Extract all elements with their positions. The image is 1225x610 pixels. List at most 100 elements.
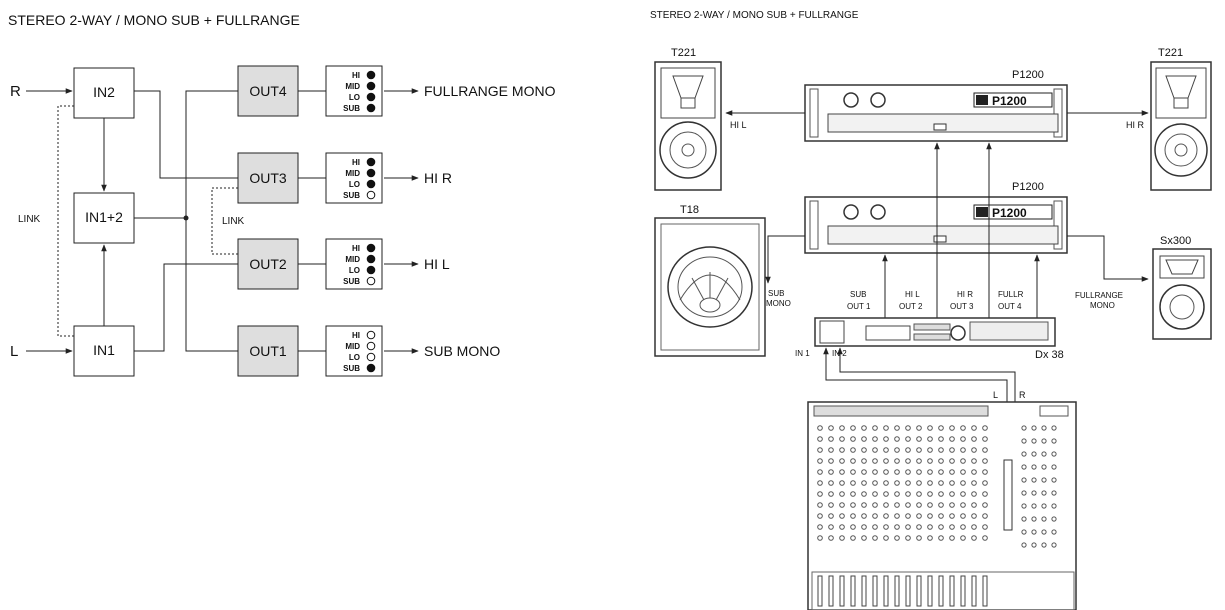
mixer-fader xyxy=(861,575,867,607)
mixer-knob xyxy=(949,425,955,431)
mixer-knob xyxy=(949,535,955,541)
mixer-knob xyxy=(883,469,889,475)
mixer-knob xyxy=(982,502,988,508)
mixer-knob xyxy=(850,502,856,508)
mixer-master-knob xyxy=(1041,451,1047,457)
mixer-knob xyxy=(905,447,911,453)
mixer-knob xyxy=(949,480,955,486)
band-indicator-on xyxy=(366,157,376,167)
mixer-knob xyxy=(850,436,856,442)
band-label: LO xyxy=(349,266,360,275)
mixer-knob xyxy=(894,447,900,453)
mixer-fader xyxy=(883,575,889,607)
amp-to-sx300-arrow xyxy=(1067,235,1149,282)
mixer-r-label: R xyxy=(1019,390,1026,400)
mixer-master-knob xyxy=(1041,516,1047,522)
mixer-knob xyxy=(927,502,933,508)
col1-label-a: SUB xyxy=(850,290,866,299)
mixer-knob xyxy=(850,513,856,519)
mixer-r-to-in2-cable xyxy=(837,347,1016,402)
fullrange-mono-label-2: MONO xyxy=(1090,301,1115,310)
dest-label-out4: FULLRANGE MONO xyxy=(424,83,556,99)
mixer-knob xyxy=(817,458,823,464)
speaker-t221-left-label: T221 xyxy=(671,47,696,59)
mixer-knob xyxy=(894,469,900,475)
mixer-master-knob xyxy=(1031,490,1037,496)
mixer-master-knob xyxy=(1051,490,1057,496)
mixer-knob xyxy=(828,469,834,475)
mixer-fader xyxy=(949,575,955,607)
band-indicator-off xyxy=(366,352,376,362)
mixer-knob xyxy=(828,491,834,497)
mixer-knob xyxy=(850,469,856,475)
amp-top-label: P1200 xyxy=(1012,69,1044,81)
mixer-knob xyxy=(916,491,922,497)
mixer-knob xyxy=(949,447,955,453)
band-label: LO xyxy=(349,93,360,102)
mixer-knob xyxy=(850,480,856,486)
mixer-knob xyxy=(861,524,867,530)
mixer-knob xyxy=(828,436,834,442)
link-mid-dashed xyxy=(211,187,238,255)
mixer-knob xyxy=(828,524,834,530)
mixer-knob xyxy=(861,469,867,475)
mixer-knob xyxy=(971,535,977,541)
mixer-icon xyxy=(807,401,1077,610)
mixer-master-knob xyxy=(1051,529,1057,535)
block-out4-label: OUT4 xyxy=(249,83,287,99)
mixer-channel-grid xyxy=(817,425,1057,607)
mixer-knob xyxy=(861,535,867,541)
col4-label-b: OUT 4 xyxy=(998,302,1022,311)
mixer-knob xyxy=(872,491,878,497)
link-mid-label: LINK xyxy=(222,216,245,227)
mixer-knob xyxy=(927,447,933,453)
sub-mono-label-1: SUB xyxy=(768,289,784,298)
mixer-knob xyxy=(971,524,977,530)
mixer-knob xyxy=(850,458,856,464)
mixer-knob xyxy=(905,480,911,486)
block-out2 xyxy=(237,238,299,290)
mixer-master-knob xyxy=(1051,438,1057,444)
mixer-knob xyxy=(839,535,845,541)
mixer-master-knob xyxy=(1051,542,1057,548)
mixer-knob xyxy=(872,513,878,519)
block-diagram-title: STEREO 2-WAY / MONO SUB + FULLRANGE xyxy=(8,12,300,28)
mixer-master-knob xyxy=(1041,438,1047,444)
mixer-knob xyxy=(872,535,878,541)
mixer-knob xyxy=(850,491,856,497)
mixer-knob xyxy=(982,513,988,519)
mixer-fader xyxy=(927,575,933,607)
mixer-knob xyxy=(883,491,889,497)
mixer-knob xyxy=(916,524,922,530)
mixer-l-to-in1-cable xyxy=(823,347,1008,402)
mixer-master-knob xyxy=(1031,516,1037,522)
mixer-master-knob xyxy=(1031,503,1037,509)
speaker-sx300-icon xyxy=(1152,248,1212,340)
mixer-master-knob xyxy=(1021,464,1027,470)
mixer-knob xyxy=(894,458,900,464)
col4-label-a: FULLR xyxy=(998,290,1024,299)
mixer-knob xyxy=(905,491,911,497)
band-indicator-on xyxy=(366,168,376,178)
mixer-knob xyxy=(839,458,845,464)
mixer-fader xyxy=(894,575,900,607)
mixer-master-knob xyxy=(1031,464,1037,470)
mixer-knob xyxy=(949,513,955,519)
mixer-knob xyxy=(861,447,867,453)
mixer-knob xyxy=(949,469,955,475)
col1-label-b: OUT 1 xyxy=(847,302,871,311)
mixer-knob xyxy=(960,469,966,475)
mixer-knob xyxy=(828,480,834,486)
band-label: HI xyxy=(352,71,360,80)
mixer-knob xyxy=(960,513,966,519)
mixer-knob xyxy=(850,535,856,541)
mixer-knob xyxy=(817,491,823,497)
band-label: MID xyxy=(345,255,360,264)
mixer-knob xyxy=(927,491,933,497)
mixer-knob xyxy=(927,458,933,464)
band-label: HI xyxy=(352,158,360,167)
mixer-knob xyxy=(982,491,988,497)
